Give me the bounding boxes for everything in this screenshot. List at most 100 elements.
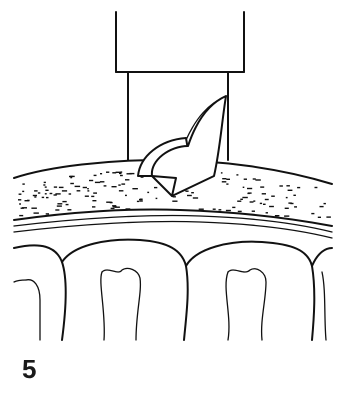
- stipple-mark: [318, 217, 321, 218]
- stipple-mark: [244, 179, 247, 180]
- stipple-mark: [112, 186, 117, 187]
- stipple-mark: [38, 192, 40, 193]
- stipple-mark: [75, 186, 81, 187]
- stipple-mark: [62, 201, 66, 202]
- stipple-mark: [147, 192, 149, 193]
- stipple-mark: [263, 204, 266, 205]
- stipple-mark: [121, 183, 125, 184]
- stipple-mark: [266, 212, 268, 213]
- stipple-mark: [34, 212, 39, 213]
- stipple-mark: [22, 191, 24, 192]
- stipple-mark: [199, 209, 204, 210]
- stipple-mark: [285, 208, 289, 209]
- stipple-mark: [242, 197, 247, 198]
- stipple-mark: [260, 203, 262, 204]
- stipple-mark: [44, 182, 46, 183]
- stipple-mark: [286, 197, 288, 198]
- stipple-mark: [27, 200, 30, 201]
- stipple-mark: [247, 193, 250, 194]
- stipple-mark: [57, 205, 62, 206]
- stipple-mark: [19, 194, 22, 195]
- stipple-mark: [293, 195, 296, 196]
- stipple-mark: [34, 196, 36, 197]
- stipple-mark: [22, 207, 27, 208]
- stipple-mark: [126, 208, 131, 209]
- stipple-mark: [112, 205, 116, 206]
- stipple-mark: [297, 187, 300, 188]
- stipple-mark: [115, 207, 120, 208]
- stipple-mark: [111, 208, 115, 209]
- stipple-mark: [262, 193, 266, 194]
- stipple-mark: [121, 171, 123, 172]
- stipple-mark: [279, 185, 283, 186]
- stipple-mark: [19, 215, 23, 216]
- stipple-mark: [57, 203, 62, 204]
- stipple-mark: [232, 207, 235, 208]
- stipple-mark: [22, 183, 24, 184]
- stipple-mark: [94, 175, 97, 176]
- stipple-mark: [311, 213, 314, 214]
- stipple-mark: [185, 191, 188, 192]
- stipple-mark: [260, 186, 264, 187]
- stipple-mark: [55, 209, 59, 210]
- stipple-mark: [154, 187, 157, 188]
- stipple-mark: [87, 190, 89, 191]
- instrument-handle: [116, 12, 244, 72]
- stipple-mark: [95, 182, 100, 183]
- stipple-mark: [92, 206, 95, 207]
- stipple-mark: [77, 190, 81, 191]
- stipple-mark: [265, 199, 269, 200]
- stipple-mark: [42, 197, 44, 198]
- stipple-mark: [34, 190, 38, 191]
- stipple-mark: [119, 173, 122, 174]
- stipple-mark: [193, 197, 198, 198]
- stipple-mark: [320, 206, 324, 207]
- stipple-mark: [247, 188, 252, 189]
- stipple-mark: [100, 173, 102, 174]
- stipple-mark: [286, 185, 290, 186]
- stipple-mark: [137, 201, 139, 202]
- stipple-mark: [106, 172, 109, 173]
- stipple-mark: [119, 190, 124, 191]
- stipple-mark: [85, 196, 89, 197]
- stipple-mark: [221, 172, 223, 173]
- stipple-mark: [253, 200, 255, 201]
- stipple-mark: [118, 184, 120, 185]
- stipple-mark: [87, 188, 89, 189]
- stipple-mark: [326, 216, 331, 217]
- stipple-mark: [33, 195, 37, 196]
- stipple-mark: [91, 196, 94, 197]
- stipple-mark: [46, 213, 49, 214]
- stipple-mark: [19, 203, 21, 204]
- stipple-mark: [129, 173, 134, 174]
- stipple-mark: [54, 186, 57, 187]
- stipple-mark: [236, 174, 238, 175]
- stipple-mark: [70, 176, 75, 177]
- stipple-mark: [226, 179, 230, 180]
- stipple-mark: [125, 195, 127, 196]
- stipple-mark: [62, 190, 67, 191]
- figure-number: 5: [22, 356, 36, 382]
- stipple-mark: [294, 206, 297, 207]
- stipple-mark: [213, 209, 216, 210]
- stipple-mark: [172, 201, 177, 202]
- stipple-mark: [66, 204, 69, 205]
- stipple-mark: [275, 215, 280, 216]
- stipple-mark: [324, 203, 326, 204]
- stipple-mark: [125, 179, 129, 180]
- stipple-mark: [50, 193, 53, 194]
- stipple-mark: [237, 201, 241, 202]
- stipple-mark: [139, 199, 143, 200]
- stipple-mark: [255, 179, 260, 180]
- stipple-mark: [240, 199, 243, 200]
- stipple-mark: [59, 187, 64, 188]
- cutting-blade: [138, 96, 226, 196]
- stipple-mark: [271, 196, 275, 197]
- stipple-mark: [288, 190, 293, 191]
- stipple-mark: [226, 183, 228, 184]
- stipple-mark: [226, 210, 231, 211]
- stipple-mark: [243, 187, 245, 188]
- stipple-mark: [110, 202, 113, 203]
- stipple-mark: [187, 195, 192, 196]
